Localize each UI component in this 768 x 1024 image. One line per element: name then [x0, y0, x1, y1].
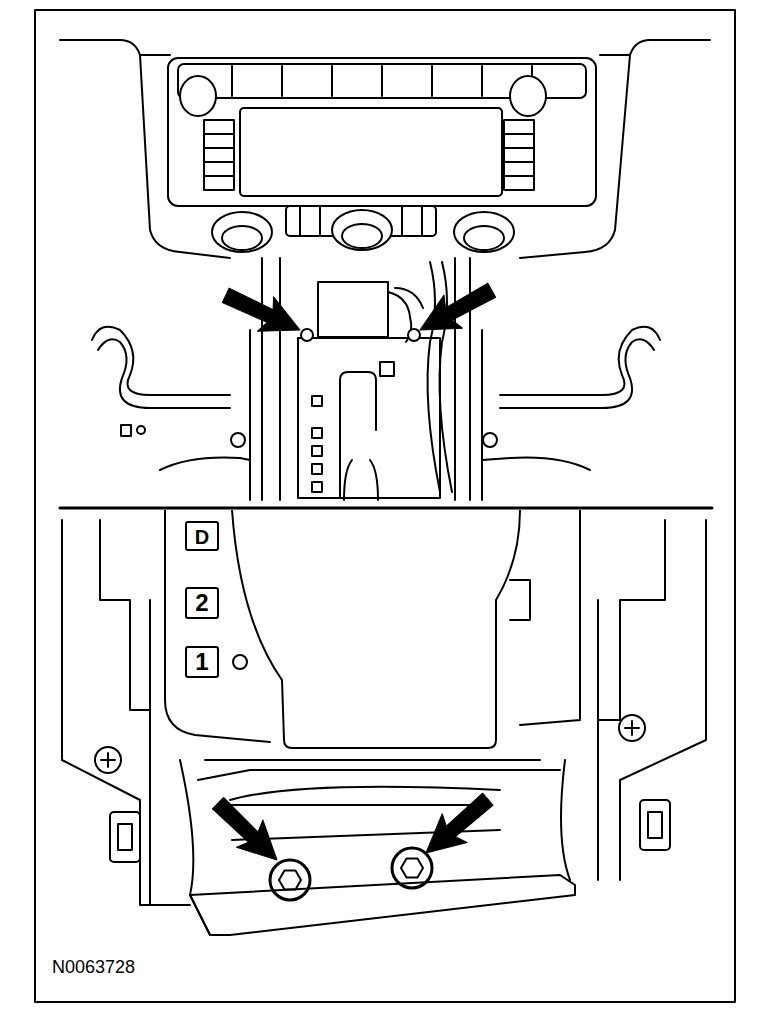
gear-indicator: 2 [195, 591, 208, 615]
bottom-view [62, 510, 706, 935]
frame [35, 10, 735, 1002]
divider [60, 507, 712, 510]
gear-indicator: 1 [195, 650, 208, 674]
figure-number: N0063728 [52, 958, 135, 976]
top-view [60, 40, 710, 500]
gear-indicator: D [195, 527, 209, 547]
